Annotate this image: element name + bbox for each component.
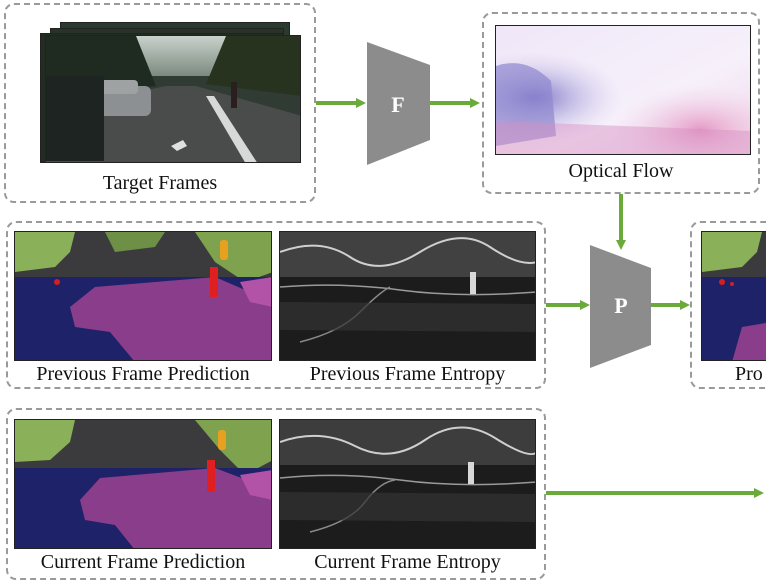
propagation-network-letter: P: [614, 293, 627, 318]
flow-network-letter: F: [391, 92, 404, 117]
previous-frame-group: [6, 221, 546, 389]
target-frames-label: Target Frames: [102, 172, 218, 194]
flow-network-f: F: [367, 42, 430, 165]
previous-frame-prediction-label: Previous Frame Prediction: [36, 363, 250, 385]
optical-flow-image: [495, 25, 751, 155]
previous-frame-entropy-image: [279, 231, 536, 361]
previous-frame-prediction-image: [14, 231, 272, 361]
current-frame-prediction-label: Current Frame Prediction: [40, 551, 246, 573]
optical-flow-group: [482, 12, 760, 194]
current-frame-prediction-image: [14, 419, 272, 549]
propagated-group: [690, 221, 766, 389]
propagation-network-p: P: [590, 245, 651, 368]
previous-frame-entropy-label: Previous Frame Entropy: [309, 363, 506, 385]
current-frame-entropy-image: [279, 419, 536, 549]
propagated-label: Pro: [735, 363, 763, 385]
current-frame-entropy-label: Current Frame Entropy: [314, 551, 501, 573]
optical-flow-label: Optical Flow: [568, 160, 674, 182]
target-frames-group: [4, 3, 316, 203]
current-frame-group: [6, 408, 546, 580]
target-frame-front: [45, 35, 301, 163]
propagated-prediction-image: [701, 231, 766, 361]
